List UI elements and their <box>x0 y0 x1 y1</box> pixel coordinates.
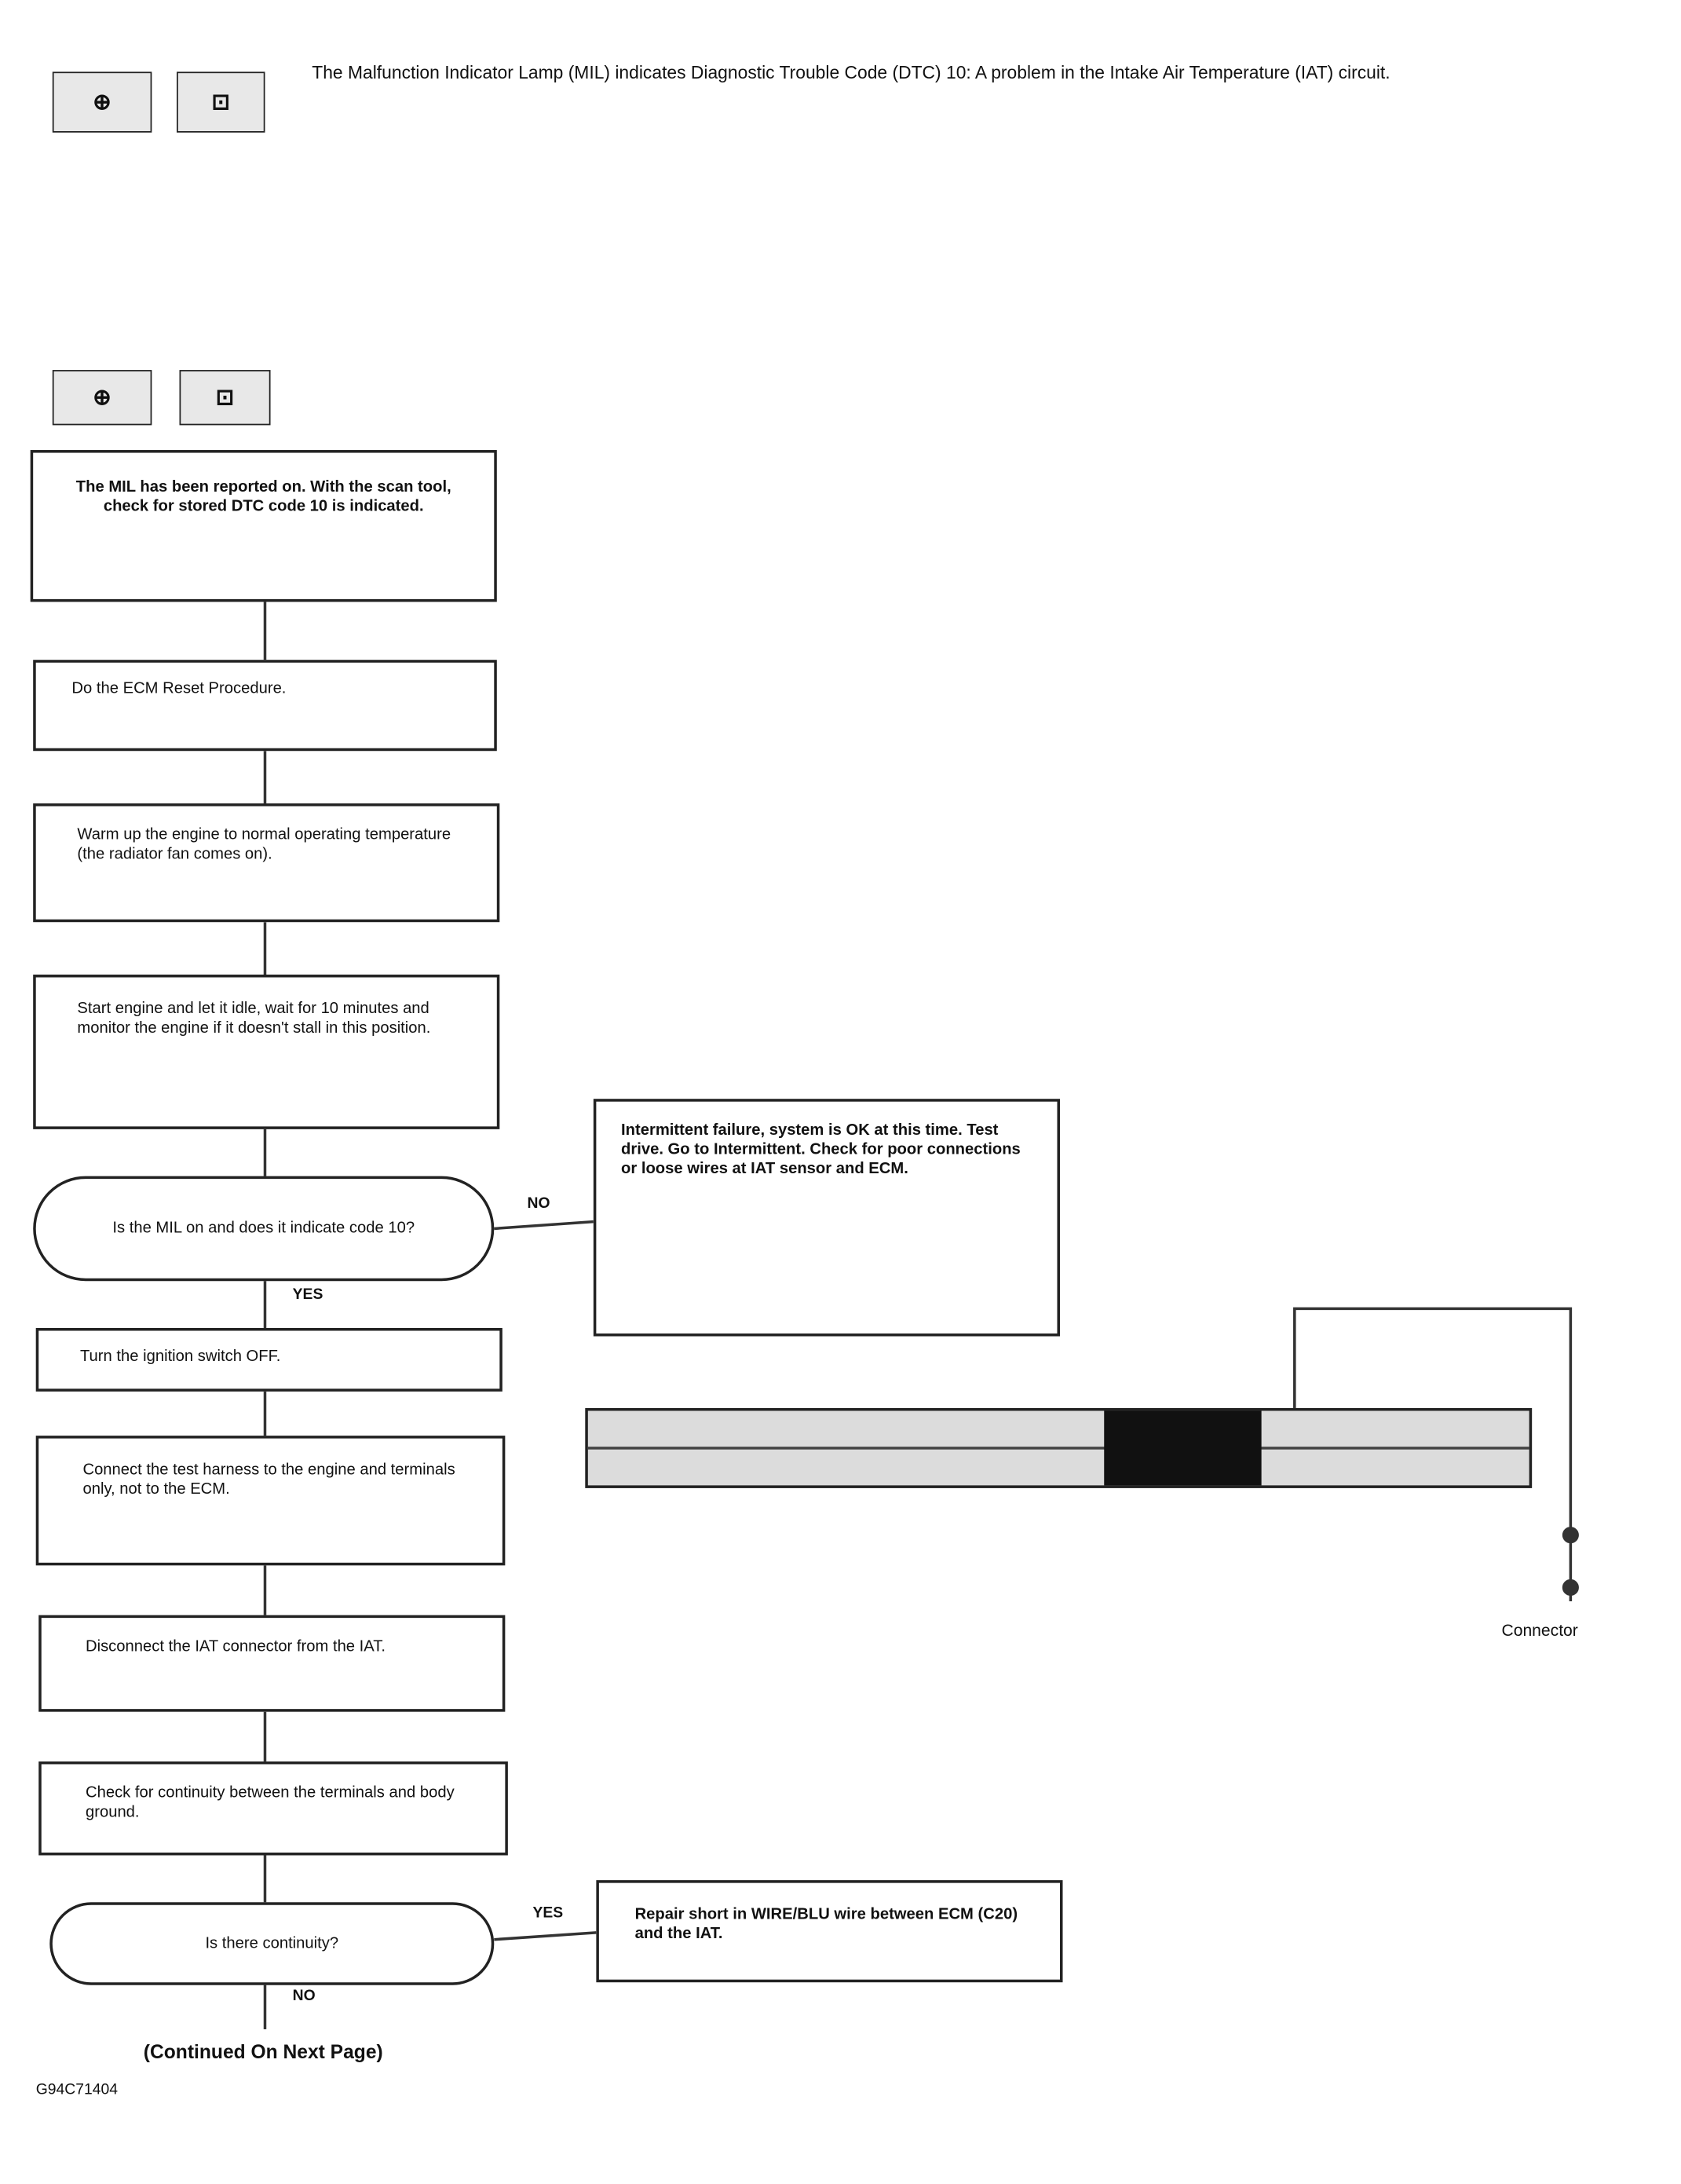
step-5: Turn the ignition switch OFF. <box>35 1328 502 1392</box>
step-4: Start engine and let it idle, wait for 1… <box>33 975 500 1129</box>
page-title: The Malfunction Indicator Lamp (MIL) ind… <box>312 62 1390 83</box>
flow-tool-icon: ⊡ <box>179 370 271 426</box>
step-2: Do the ECM Reset Procedure. <box>33 660 497 752</box>
note-intermittent: Intermittent failure, system is OK at th… <box>593 1099 1060 1337</box>
decision-1: Is the MIL on and does it indicate code … <box>33 1176 495 1282</box>
step-7: Disconnect the IAT connector from the IA… <box>38 1615 506 1712</box>
connector-divider <box>587 1447 1529 1450</box>
decision-2: Is there continuity? <box>49 1902 495 1985</box>
step-1: The MIL has been reported on. With the s… <box>30 450 497 602</box>
label-yes-1: YES <box>292 1286 323 1304</box>
label-no-2: NO <box>292 1988 316 2005</box>
ground-label: Connector <box>1501 1620 1578 1641</box>
note-repair: Repair short in WIRE/BLU wire between EC… <box>596 1880 1063 1983</box>
step-3: Warm up the engine to normal operating t… <box>33 803 500 923</box>
label-no-1: NO <box>527 1195 550 1213</box>
header-tool-icon: ⊡ <box>176 71 265 133</box>
step-6: Connect the test harness to the engine a… <box>35 1436 506 1566</box>
continued-label: (Continued On Next Page) <box>143 2040 383 2063</box>
label-yes-2: YES <box>532 1904 564 1922</box>
header-safety-icon: ⊕ <box>52 71 152 133</box>
connector-terminal-highlight <box>1104 1410 1262 1486</box>
flow-safety-icon: ⊕ <box>52 370 152 426</box>
step-8: Check for continuity between the termina… <box>38 1761 508 1856</box>
figure-id: G94C71404 <box>35 2081 118 2098</box>
